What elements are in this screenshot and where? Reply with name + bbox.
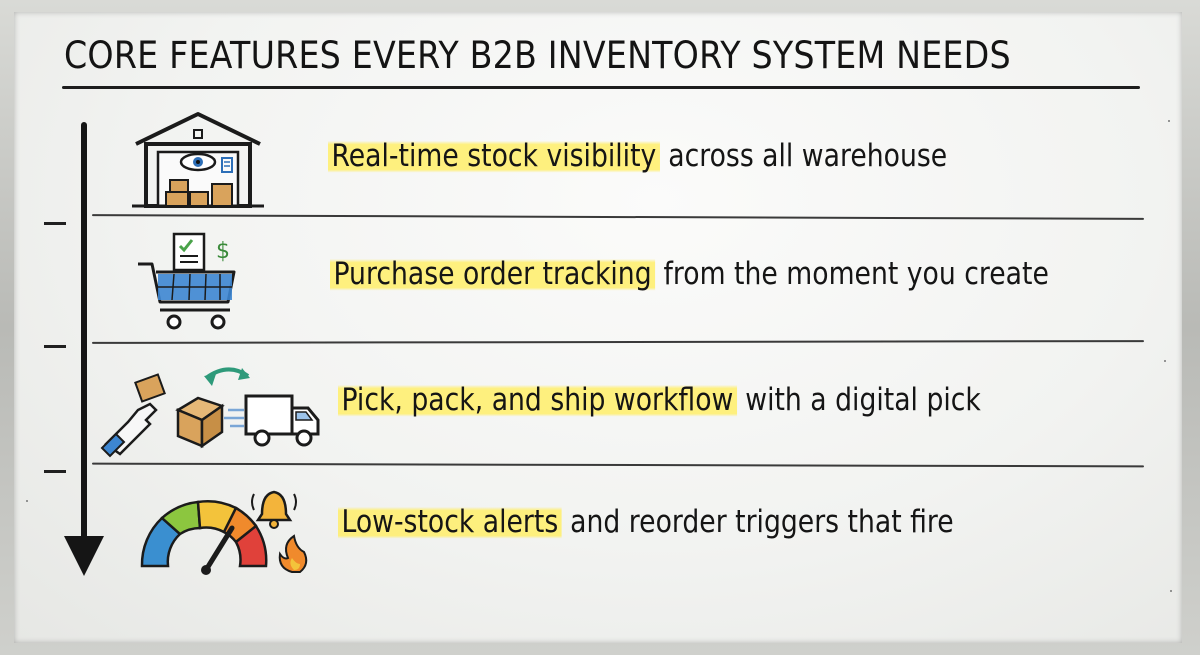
board-speck [1170, 590, 1172, 592]
row-tick [44, 345, 66, 348]
feature-row-2: Purchase order tracking from the moment … [330, 252, 1049, 296]
feature-row-3: Pick, pack, and ship workflow with a dig… [338, 378, 981, 422]
feature-highlight: Pick, pack, and ship workflow [338, 382, 737, 418]
board-speck [1164, 360, 1166, 362]
board-title: CORE FEATURES EVERY B2B INVENTORY SYSTEM… [64, 34, 1011, 77]
flow-arrow-head [64, 536, 104, 576]
feature-detail: from the moment you create [663, 256, 1049, 292]
feature-detail: across all warehouse [668, 138, 948, 174]
board-speck [1168, 120, 1170, 122]
shopping-cart-order-icon: $ [138, 232, 236, 330]
title-underline [62, 86, 1140, 89]
feature-highlight: Purchase order tracking [330, 256, 656, 292]
feature-row-1: Real-time stock visibility across all wa… [328, 134, 947, 178]
feature-row-4: Low-stock alerts and reorder triggers th… [338, 500, 954, 544]
pick-pack-ship-icon [100, 367, 320, 458]
row-tick [44, 470, 66, 473]
gauge-alert-icon [140, 490, 308, 575]
row-tick [44, 222, 66, 225]
feature-detail: and reorder triggers that fire [570, 504, 954, 540]
feature-highlight: Low-stock alerts [338, 504, 562, 540]
svg-text:$: $ [216, 239, 230, 264]
feature-detail: with a digital pick [745, 382, 981, 418]
flow-arrow-shaft [81, 122, 87, 542]
board-speck [26, 500, 28, 502]
feature-highlight: Real-time stock visibility [328, 138, 660, 174]
warehouse-eye-icon [132, 112, 264, 208]
